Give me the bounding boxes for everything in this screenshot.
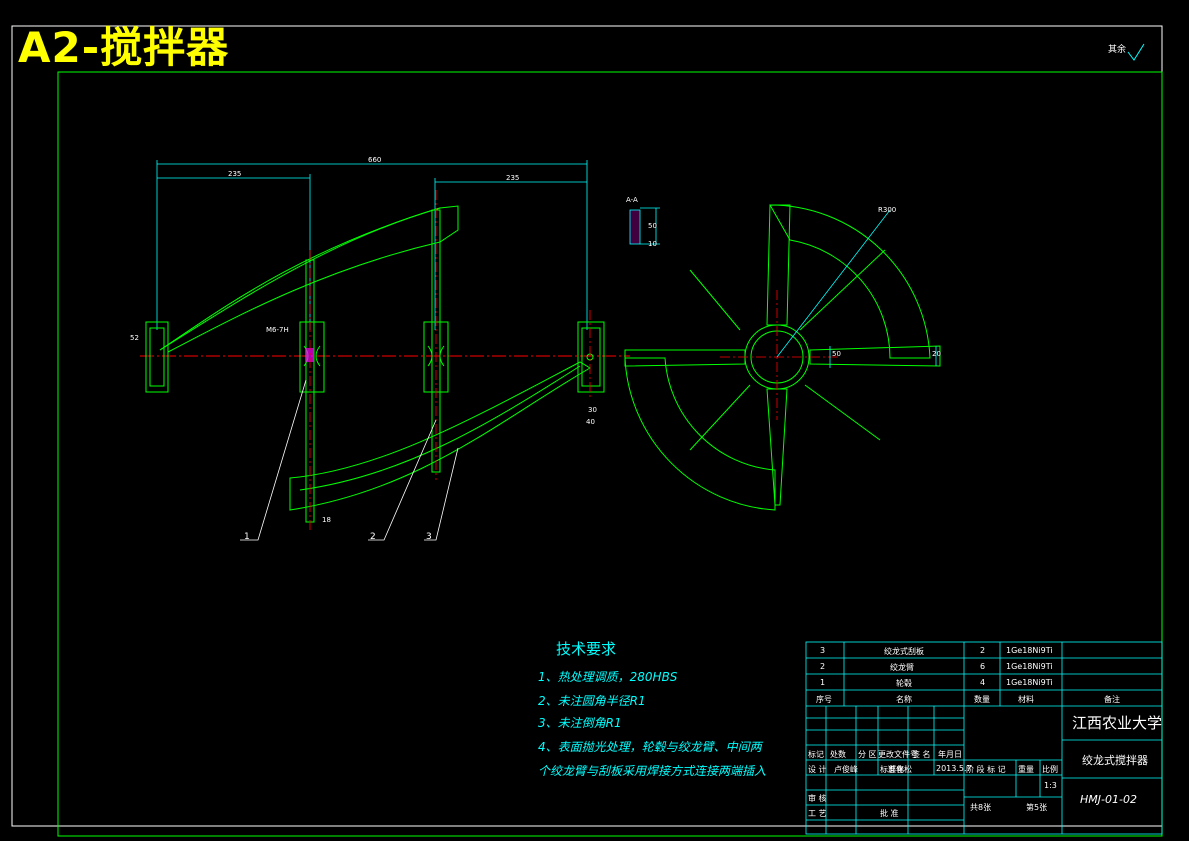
tb-label-approve: 批 准 bbox=[880, 809, 899, 818]
part-row-3-name: 绞龙式刮板 bbox=[884, 647, 924, 656]
dim-right-hub-w1: 30 bbox=[588, 406, 597, 414]
part-row-3-no: 3 bbox=[820, 646, 826, 655]
tb-label-stage: 阶 段 标 记 bbox=[966, 765, 1006, 774]
part-row-1-no: 1 bbox=[820, 678, 826, 687]
part-row-2-no: 2 bbox=[820, 662, 826, 671]
header-no: 序号 bbox=[816, 695, 832, 704]
dim-right-span: 235 bbox=[506, 174, 520, 182]
dim-thread: M6-7H bbox=[266, 326, 289, 334]
part-row-3-qty: 2 bbox=[980, 646, 986, 655]
callout-leaders bbox=[240, 379, 459, 541]
callout-1: 1 bbox=[244, 532, 250, 542]
callout-2: 2 bbox=[370, 532, 376, 542]
dim-radius: R300 bbox=[878, 206, 897, 214]
sheet-inner-border bbox=[57, 71, 1163, 837]
part-row-1-qty: 4 bbox=[980, 678, 986, 687]
header-material: 材料 bbox=[1018, 695, 1034, 704]
dim-left-span: 235 bbox=[228, 170, 242, 178]
roughness-note: 其余 bbox=[1108, 45, 1127, 55]
tb-designer: 卢俊峰 bbox=[834, 765, 858, 774]
tb-label-process: 工 艺 bbox=[808, 809, 827, 818]
part-row-1-name: 轮毂 bbox=[896, 679, 912, 688]
part-row-2-name: 绞龙臂 bbox=[890, 663, 914, 672]
roughness-symbol bbox=[1127, 43, 1145, 61]
dim-overall: 660 bbox=[368, 156, 382, 164]
tb-drawing-name: 绞龙式搅拌器 bbox=[1082, 754, 1148, 767]
tb-label-count: 处数 bbox=[830, 750, 846, 759]
header-name: 名称 bbox=[896, 695, 912, 704]
dim-arm-width: 18 bbox=[322, 516, 331, 524]
upper-scraper bbox=[159, 205, 459, 353]
part-row-3-material: 1Ge18Ni9Ti bbox=[1006, 646, 1053, 655]
header-note: 备注 bbox=[1104, 695, 1120, 704]
tech-req-item-3: 3、未注倒角R1 bbox=[538, 716, 622, 730]
tb-label-mark: 标记 bbox=[808, 750, 824, 759]
tb-drawing-number: HMJ-01-02 bbox=[1080, 793, 1137, 806]
tb-sheets-total: 共8张 bbox=[970, 803, 992, 812]
vertical-arms bbox=[305, 209, 441, 523]
dim-right-hub-w2: 40 bbox=[586, 418, 595, 426]
tb-label-date: 年月日 bbox=[938, 750, 962, 759]
tb-sheet-no: 第5张 bbox=[1026, 803, 1048, 812]
side-view bbox=[624, 204, 941, 511]
tb-std-person: 郭春松 bbox=[888, 765, 912, 774]
tb-label-design: 设 计 bbox=[808, 765, 827, 774]
part-row-2-material: 1Ge18Ni9Ti bbox=[1006, 662, 1053, 671]
top-dimensions bbox=[156, 160, 588, 330]
tb-label-zone: 分 区 bbox=[858, 750, 877, 759]
dim-blade-tip: 20 bbox=[932, 350, 941, 358]
sheet-title: A2-搅拌器 bbox=[18, 23, 230, 72]
dim-section-width: 10 bbox=[648, 240, 657, 248]
callout-3: 3 bbox=[426, 532, 432, 542]
dim-section-height: 50 bbox=[648, 222, 657, 230]
tb-date-value: 2013.5.7 bbox=[936, 764, 972, 773]
tech-req-title: 技术要求 bbox=[556, 640, 617, 658]
section-aa bbox=[629, 207, 660, 245]
tb-label-review: 审 核 bbox=[808, 794, 827, 803]
tb-label-ratio: 比例 bbox=[1042, 765, 1058, 774]
side-centerlines bbox=[720, 290, 840, 420]
tb-label-change: 更改文件号 bbox=[878, 750, 918, 759]
tb-label-std: 标准化 bbox=[880, 765, 904, 774]
tech-req-item-2: 2、未注圆角半径R1 bbox=[538, 694, 646, 708]
part-row-2-qty: 6 bbox=[980, 662, 986, 671]
tb-scale: 1:3 bbox=[1044, 781, 1057, 790]
tb-label-weight: 重量 bbox=[1018, 765, 1034, 774]
tech-req-item-1: 1、热处理调质，280HBS bbox=[538, 670, 678, 684]
dim-height-left: 52 bbox=[130, 334, 139, 342]
arm-centerlines bbox=[309, 190, 591, 530]
title-block-lines bbox=[805, 641, 1163, 835]
side-dimensions bbox=[776, 209, 937, 368]
header-qty: 数量 bbox=[974, 695, 990, 704]
tb-university: 江西农业大学 bbox=[1072, 714, 1163, 732]
dim-section-label: A-A bbox=[626, 196, 638, 204]
part-row-1-material: 1Ge18Ni9Ti bbox=[1006, 678, 1053, 687]
tb-label-sign: 签 名 bbox=[912, 750, 931, 759]
tech-req-item-4: 4、表面抛光处理，轮毂与绞龙臂、中间两 bbox=[538, 740, 762, 754]
hubs bbox=[145, 321, 605, 393]
dim-blade-width: 50 bbox=[832, 350, 841, 358]
tech-req-item-5: 个绞龙臂与刮板采用焊接方式连接两端插入 bbox=[538, 764, 767, 778]
